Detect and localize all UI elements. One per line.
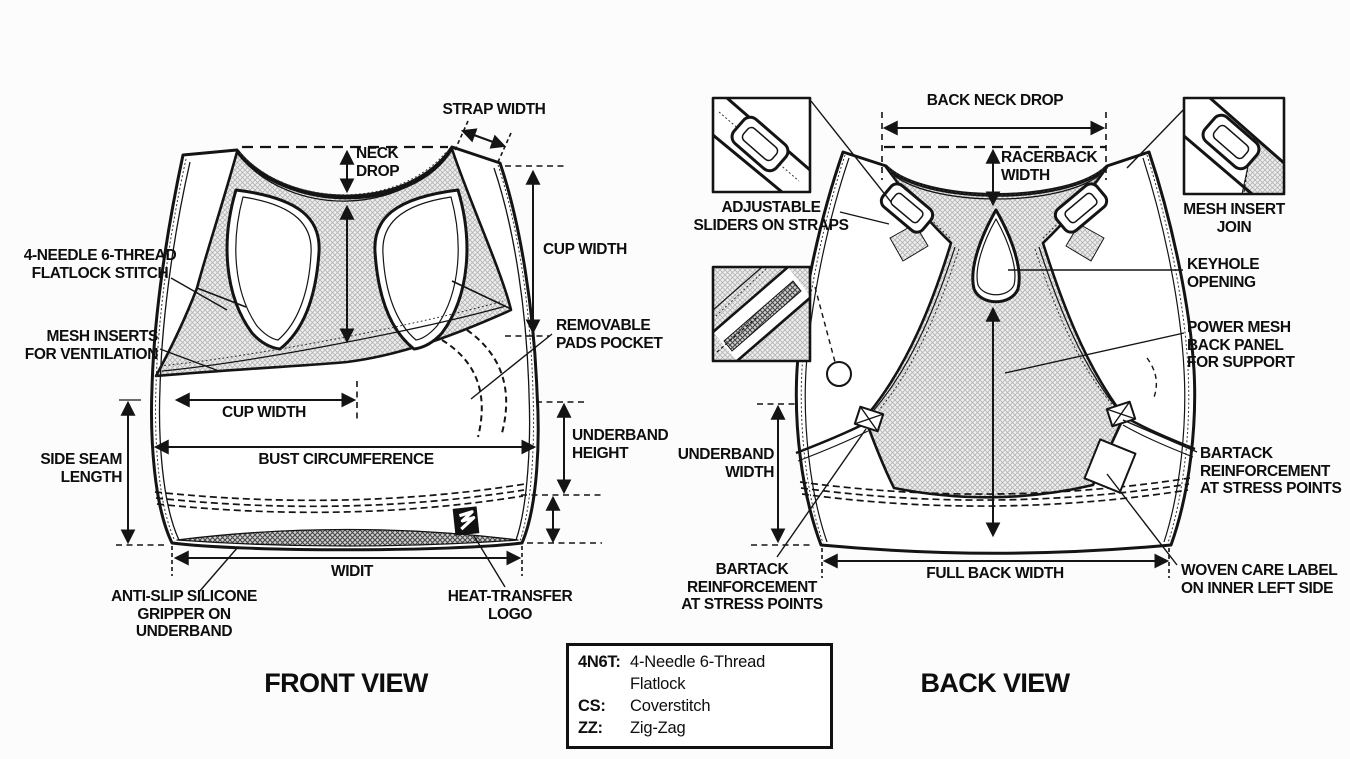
back-garment xyxy=(794,150,1197,555)
label-full-back-width: FULL BACK WIDTH xyxy=(926,565,1064,582)
front-teardrop-right xyxy=(373,188,469,351)
legend-row: 4N6T: 4-Needle 6-Thread Flatlock xyxy=(578,651,822,695)
label-mesh-inserts: MESH INSERTS FOR VENTILATION xyxy=(24,328,159,363)
front-teardrop-left xyxy=(225,188,321,351)
strap-slider-left xyxy=(879,182,935,234)
pads-pocket-outline xyxy=(441,329,508,438)
inset-slider-detail xyxy=(711,96,812,194)
label-adjustable-sliders: ADJUSTABLE SLIDERS ON STRAPS xyxy=(693,199,849,234)
label-bust-circumference: BUST CIRCUMFERENCE xyxy=(258,451,434,468)
label-neck-drop: NECK DROP xyxy=(356,145,400,180)
label-racerback-width: RACERBACK WIDTH xyxy=(1001,149,1098,184)
front-coverstitch-seam xyxy=(154,483,526,514)
label-anti-slip-gripper: ANTI-SLIP SILICONE GRIPPER ON UNDERBAND xyxy=(111,588,257,640)
label-underband-width: UNDERBAND WIDTH xyxy=(677,446,775,481)
front-leaders xyxy=(159,277,553,593)
legend-row: CS: Coverstitch xyxy=(578,695,822,717)
label-flatlock-stitch: 4-NEEDLE 6-THREAD FLATLOCK STITCH xyxy=(23,247,177,282)
brand-logo xyxy=(452,506,480,536)
front-gripper xyxy=(176,528,519,547)
label-bartack-left: BARTACK REINFORCEMENT AT STRESS POINTS xyxy=(681,561,823,613)
label-removable-pads: REMOVABLE PADS POCKET xyxy=(556,317,663,352)
keyhole-opening xyxy=(971,208,1021,304)
label-heat-transfer-logo: HEAT-TRANSFER LOGO xyxy=(447,588,573,623)
legend-row: ZZ: Zig-Zag xyxy=(578,717,822,739)
front-measurements xyxy=(116,120,602,576)
label-width-bottom: WIDIT xyxy=(331,563,373,580)
label-bartack-right: BARTACK REINFORCEMENT AT STRESS POINTS xyxy=(1200,445,1342,497)
bartack-right xyxy=(1105,400,1137,428)
bartack-left xyxy=(853,405,885,433)
strap-mesh-join-right xyxy=(1065,223,1105,262)
detail-circle xyxy=(826,361,852,387)
legend-value: 4-Needle 6-Thread Flatlock xyxy=(630,653,766,693)
label-underband-height: UNDERBAND HEIGHT xyxy=(572,427,669,462)
label-cup-width-vertical: CUP WIDTH xyxy=(543,241,627,258)
strap-slider-right xyxy=(1053,182,1109,234)
legend-value: Zig-Zag xyxy=(630,719,686,737)
label-cup-width-horizontal: CUP WIDTH xyxy=(222,404,306,421)
inset-mesh-join-detail xyxy=(711,265,812,363)
legend-key: 4N6T: xyxy=(578,653,621,671)
label-strap-width: STRAP WIDTH xyxy=(442,101,546,118)
legend-key: ZZ: xyxy=(578,719,603,737)
back-view-title: BACK VIEW xyxy=(920,668,1070,698)
label-back-neck-drop: BACK NECK DROP xyxy=(926,92,1064,109)
label-side-seam-length: SIDE SEAM LENGTH xyxy=(40,451,122,486)
label-keyhole-opening: KEYHOLE OPENING xyxy=(1187,256,1260,291)
inset-mesh-insert-join xyxy=(1182,96,1286,196)
front-view-title: FRONT VIEW xyxy=(264,668,428,698)
label-woven-care-label: WOVEN CARE LABEL ON INNER LEFT SIDE xyxy=(1181,562,1338,597)
legend-value: Coverstitch xyxy=(630,697,711,715)
legend-key: CS: xyxy=(578,697,606,715)
back-measurements xyxy=(751,112,1170,578)
label-power-mesh: POWER MESH BACK PANEL FOR SUPPORT xyxy=(1187,319,1295,371)
front-garment xyxy=(150,145,540,552)
care-label xyxy=(1083,438,1137,494)
label-mesh-insert-join: MESH INSERT JOIN xyxy=(1183,201,1285,236)
back-leaders xyxy=(776,100,1198,566)
stitch-legend: 4N6T: 4-Needle 6-Thread Flatlock CS: Cov… xyxy=(566,643,833,749)
